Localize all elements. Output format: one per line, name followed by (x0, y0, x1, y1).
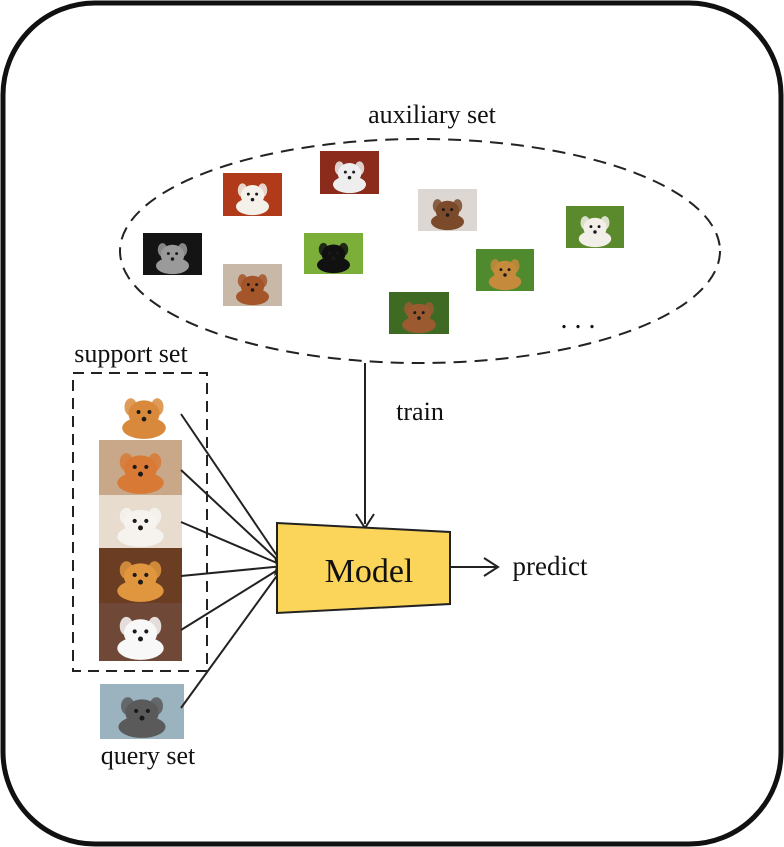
dog-photo-black-white-border-collie-icon (304, 233, 363, 274)
dog-photo-corgi-icon (99, 440, 182, 495)
dog-photo-husky-puppy-icon (100, 684, 184, 739)
query-set-label: query set (101, 741, 196, 770)
dog-photo-pomeranian-icon (105, 385, 183, 440)
support-set-label: support set (74, 339, 188, 368)
dog-photo-black-white-spaniel-icon (223, 173, 282, 216)
dog-photo-brown-greyhound-icon (418, 189, 477, 231)
dog-photo-gray-kitten-dark-icon (143, 233, 202, 275)
dog-photo-beagle-on-grass-icon (566, 206, 624, 248)
dog-photo-shiba-puppy-icon (99, 548, 182, 603)
connector-line-3 (180, 521, 285, 567)
model-label: Model (325, 553, 414, 590)
connector-line-5 (180, 565, 285, 631)
dog-photo-beagle-grass-icon (476, 249, 534, 291)
connector-line-6 (180, 565, 285, 709)
dog-photo-basset-hound-icon (389, 292, 449, 334)
connector-lines (180, 413, 285, 709)
connector-line-4 (180, 565, 285, 577)
model-box (276, 521, 451, 615)
connector-line-2 (180, 469, 285, 567)
auxiliary-set-label: auxiliary set (368, 100, 497, 129)
predict-arrowhead (483, 557, 500, 577)
train-label: train (396, 397, 444, 426)
support-image-group (99, 385, 183, 661)
query-image-group (100, 684, 184, 739)
connector-line-1 (180, 413, 285, 567)
ellipsis-label: . . . (561, 304, 596, 335)
predict-label: predict (513, 551, 588, 581)
auxiliary-set-ellipse (119, 138, 721, 364)
auxiliary-image-group (143, 151, 624, 334)
dog-photo-white-fluffy-puppy-icon (99, 603, 182, 661)
dog-photo-white-shih-tzu-icon (320, 151, 379, 194)
dog-photo-spaniel-puppy-icon (223, 264, 282, 306)
dog-photo-smiling-husky-icon (99, 495, 182, 548)
